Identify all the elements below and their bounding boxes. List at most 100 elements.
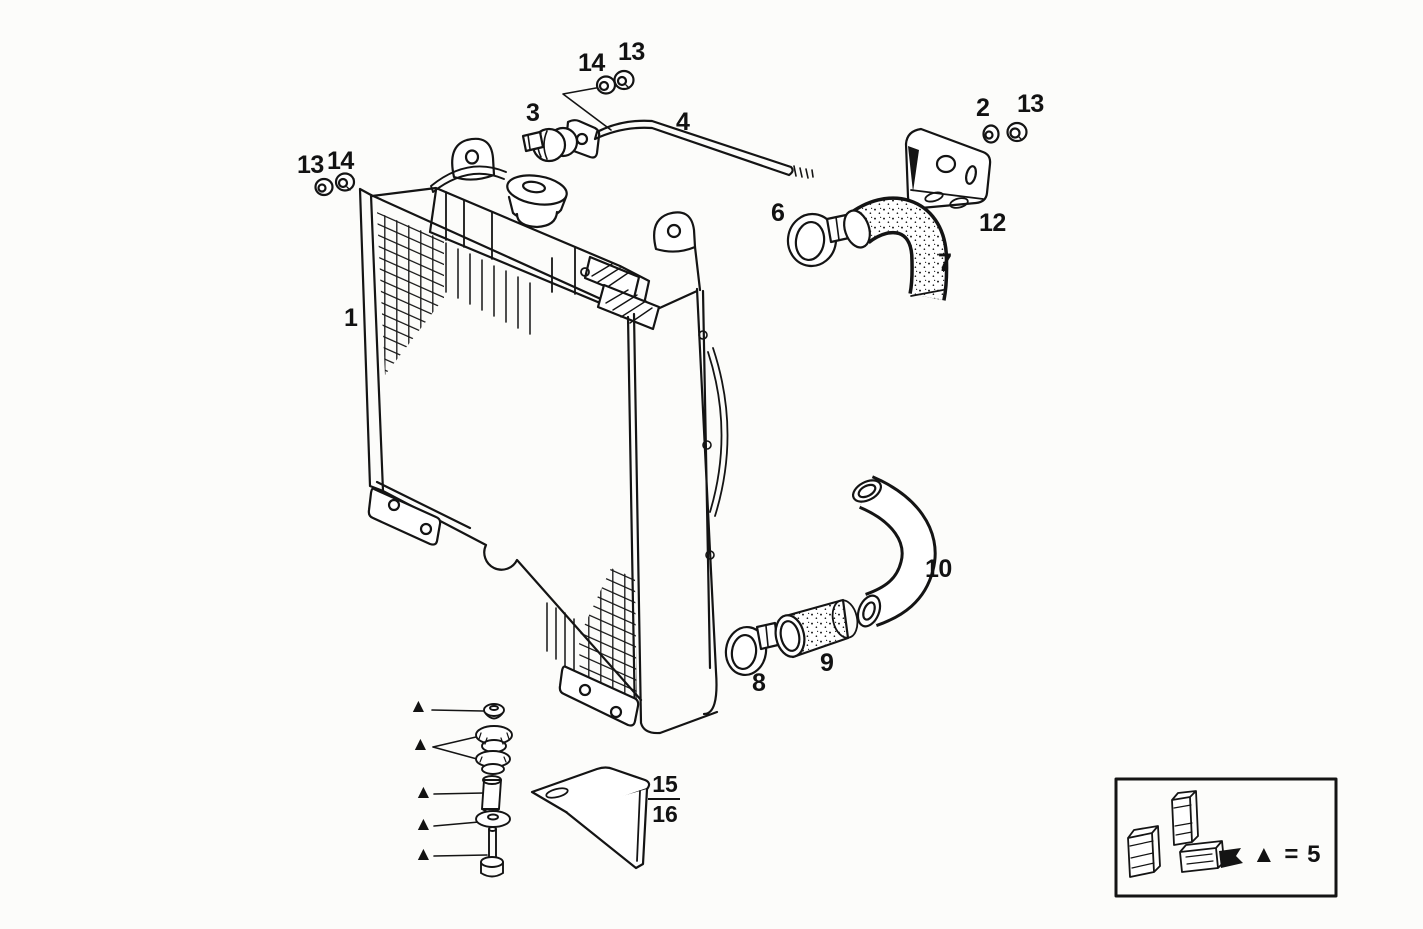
clamp-6-drawing <box>786 212 851 268</box>
side-hole-1 <box>698 330 708 340</box>
hose-10-top-inner <box>857 483 877 499</box>
washer-14-hole <box>598 80 610 92</box>
bracket-hole <box>387 498 401 512</box>
bottom-channel <box>375 480 643 702</box>
tank-decal-1-hatch <box>591 263 629 289</box>
tank-decal-2-hatch <box>605 289 653 324</box>
bracket-15-edge <box>636 790 641 862</box>
part-label-13-left: 13 <box>297 151 324 179</box>
grommet-lower-base <box>481 763 505 775</box>
bracket-12-fold-shadow <box>908 146 919 192</box>
overflow-pipe <box>430 165 507 193</box>
washer-14-left-hole <box>337 177 349 189</box>
part-label-10: 10 <box>925 555 952 583</box>
bracket-15-gusset <box>564 787 649 870</box>
hose-10-bottom-inner <box>862 601 876 621</box>
bracket-hole <box>419 522 433 536</box>
fan-shroud-arc <box>707 347 729 517</box>
filler-cap-neck <box>515 210 559 229</box>
leader-14-13 <box>562 87 612 131</box>
nut-13-hole <box>616 75 628 87</box>
bracket-hole <box>578 683 592 697</box>
cap-nut-base <box>485 713 503 720</box>
part-label-13-right: 13 <box>1017 90 1044 118</box>
mounting-ear-right <box>653 211 697 253</box>
ear-hole <box>464 149 480 165</box>
legend-equation: ▲ = 5 <box>1252 841 1322 868</box>
cap-nut-top <box>489 705 499 711</box>
part-label-14-top: 14 <box>578 49 605 77</box>
parts-box-left <box>1127 825 1161 878</box>
radiator-drawing <box>358 137 729 735</box>
parts-box-left-print <box>1129 840 1155 869</box>
bolt-head-top <box>480 856 504 868</box>
hose-10-fill <box>859 478 934 625</box>
washer-2-hole <box>984 130 994 140</box>
part-label-2: 2 <box>976 94 990 122</box>
hose-7-texture <box>848 199 945 301</box>
bolt-tip <box>488 826 497 832</box>
hose-7-opening <box>843 209 871 249</box>
bracket-15-slot <box>545 787 569 799</box>
part-label-16: 16 <box>652 801 678 828</box>
parts-box-lying <box>1179 840 1225 873</box>
part-label-14-left: 14 <box>327 147 354 175</box>
flat-washer-hole <box>487 813 499 821</box>
washer-13-left-hole <box>317 183 327 193</box>
bottom-bracket-left <box>367 487 442 546</box>
part-label-9: 9 <box>820 649 834 677</box>
tank-decal-2 <box>596 283 661 331</box>
top-tank-edges <box>369 186 702 320</box>
grommet-hatch <box>478 732 510 763</box>
right-frame <box>626 287 719 735</box>
top-tank-ribs <box>445 191 576 295</box>
fraction-bar <box>648 798 680 801</box>
rod-threads <box>793 165 814 179</box>
part-label-8: 8 <box>752 669 766 697</box>
triangle-leaders <box>431 709 488 857</box>
part-label-15-16: 15 16 <box>648 772 682 826</box>
sleeve-9-far-rim <box>831 599 859 639</box>
kit-parts-drawing <box>475 703 513 878</box>
bracket-12-hole <box>935 154 957 174</box>
part-label-1: 1 <box>344 304 358 332</box>
parts-box-tall-print <box>1173 804 1193 836</box>
triangle-marker-2: ▲ <box>411 734 430 755</box>
filler-cap-inner <box>522 180 546 194</box>
tank-vent-hole <box>580 267 590 277</box>
part-label-12: 12 <box>979 209 1006 237</box>
clamp-6-screw-slot <box>835 216 840 241</box>
bracket-12-slot <box>965 165 977 185</box>
filler-cap-top <box>506 174 568 206</box>
bracket-12-fold-line <box>910 189 984 200</box>
triangle-marker-3: ▲ <box>414 782 433 803</box>
core-fins-bottom <box>546 602 575 675</box>
parts-box-lying-print <box>1185 853 1214 865</box>
clamp-8-screw-slot <box>765 625 769 647</box>
spacer-top <box>482 775 502 785</box>
bracket-12-body <box>904 127 992 210</box>
nut-13-facets <box>625 72 634 89</box>
bracket-12-flange-slot-2 <box>949 197 969 209</box>
washer-nut-top-left <box>314 172 356 197</box>
bracket-15-16-drawing <box>530 766 651 870</box>
washer-14-left-facets <box>346 174 355 191</box>
bracket-12-flange-slot-1 <box>924 191 944 203</box>
side-hole-3 <box>705 550 715 560</box>
rod-body <box>593 119 794 177</box>
washer-nut-top-middle <box>595 69 635 95</box>
hose-7-drawing <box>843 196 949 301</box>
parts-box-tall <box>1171 790 1199 846</box>
left-frame <box>358 187 385 493</box>
part-label-4: 4 <box>676 108 690 136</box>
sleeve-9-opening-inner <box>779 620 801 652</box>
nut-13-right-facets <box>1018 124 1027 141</box>
legend-border <box>1114 777 1338 898</box>
bolt-head-side <box>480 861 504 878</box>
switch-nipple-line <box>527 134 531 150</box>
core-mesh-bottom-right <box>579 568 637 708</box>
bottom-bracket-right <box>558 665 640 727</box>
part-label-6: 6 <box>771 199 785 227</box>
